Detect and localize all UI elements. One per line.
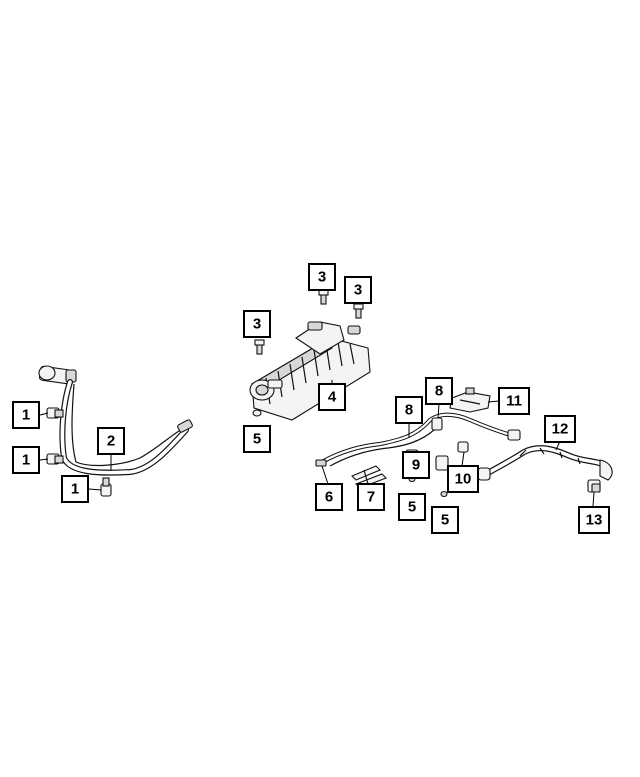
svg-text:1: 1 <box>71 481 79 498</box>
svg-text:10: 10 <box>455 471 472 488</box>
fuel-filler-neck-assembly <box>38 365 193 497</box>
nut-canister <box>252 409 262 417</box>
svg-text:8: 8 <box>435 383 443 400</box>
vapor-canister <box>249 321 371 421</box>
grommet <box>587 479 601 493</box>
clip-lower <box>46 453 64 465</box>
svg-text:1: 1 <box>22 452 30 469</box>
callout-5a: 5 <box>243 425 271 453</box>
svg-text:12: 12 <box>552 421 569 438</box>
bolt-left <box>254 339 265 355</box>
svg-text:9: 9 <box>412 457 420 474</box>
callout-3a: 3 <box>308 263 336 291</box>
nut-right-b <box>440 490 448 498</box>
svg-text:2: 2 <box>107 433 115 450</box>
svg-text:3: 3 <box>253 316 261 333</box>
svg-text:4: 4 <box>328 389 337 406</box>
callout-9: 9 <box>402 451 430 479</box>
bolt-right <box>353 303 364 319</box>
vapor-hose <box>477 445 613 481</box>
filler-cap <box>38 365 77 385</box>
callout-10: 10 <box>447 465 479 493</box>
callout-1a: 1 <box>12 401 40 429</box>
bolt-upper <box>318 289 329 305</box>
callout-1b: 1 <box>12 446 40 474</box>
svg-text:1: 1 <box>22 407 30 424</box>
svg-text:5: 5 <box>441 512 449 529</box>
callout-5c: 5 <box>431 506 459 534</box>
callout-6: 6 <box>315 483 343 511</box>
svg-text:5: 5 <box>408 499 416 516</box>
svg-text:5: 5 <box>253 431 261 448</box>
callout-3b: 3 <box>344 276 372 304</box>
svg-text:8: 8 <box>405 402 413 419</box>
callout-8b: 8 <box>425 377 453 405</box>
svg-text:11: 11 <box>506 393 522 410</box>
callout-8a: 8 <box>395 396 423 424</box>
svg-text:6: 6 <box>325 489 333 506</box>
clip-bottom <box>100 477 112 497</box>
svg-text:13: 13 <box>586 512 603 529</box>
callout-1c: 1 <box>61 475 89 503</box>
bracket <box>449 387 491 413</box>
svg-text:7: 7 <box>367 489 375 506</box>
svg-text:3: 3 <box>354 282 362 299</box>
callout-11: 11 <box>498 387 530 415</box>
callout-5b: 5 <box>398 493 426 521</box>
callout-13: 13 <box>578 506 610 534</box>
clip-upper <box>46 407 64 419</box>
callout-7: 7 <box>357 483 385 511</box>
callout-12: 12 <box>544 415 576 443</box>
callout-3c: 3 <box>243 310 271 338</box>
svg-text:3: 3 <box>318 269 326 286</box>
callout-4: 4 <box>318 383 346 411</box>
callout-2: 2 <box>97 427 125 455</box>
